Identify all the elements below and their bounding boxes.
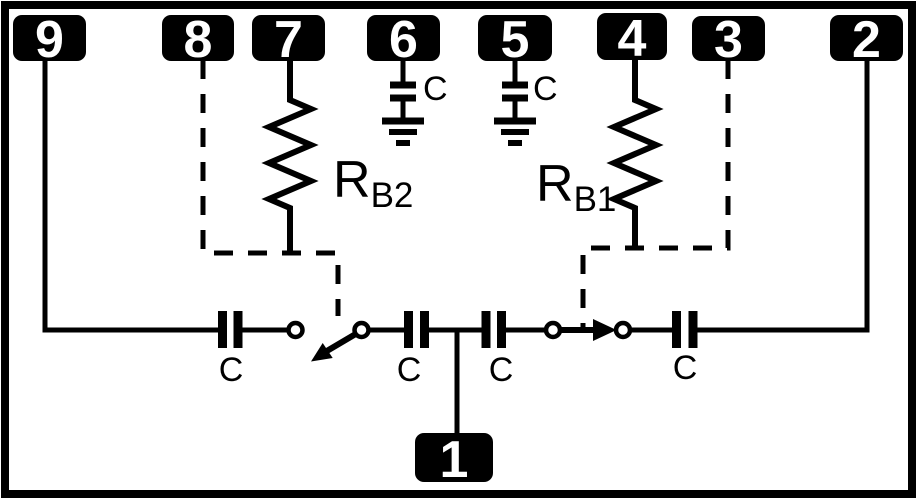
wire-pin9-to-cap1 [42, 60, 218, 333]
cap-pin6-label: C [423, 70, 448, 108]
pin-2: 2 [830, 11, 903, 69]
pin-4-label: 4 [618, 10, 647, 68]
switch-right-arrow-icon [593, 319, 617, 341]
series-capacitor-1: C [218, 311, 244, 389]
pin-1-label: 1 [440, 431, 469, 489]
pin-1-box [415, 433, 493, 482]
switch-left-pivot [352, 320, 371, 340]
pin-7-label: 7 [274, 11, 303, 69]
pin-9-label: 9 [35, 11, 64, 69]
series-capacitor-4: C [672, 311, 698, 387]
series-capacitor-2: C [397, 311, 429, 389]
ground-icon [382, 117, 424, 146]
switch-right-contact [613, 320, 633, 340]
resistor-rb2-label: RB2 [333, 151, 413, 215]
pin-6-label: 6 [389, 11, 418, 69]
pin-3-label: 3 [714, 11, 743, 69]
switch-left-arrow-icon [311, 343, 333, 362]
pin-4: 4 [597, 10, 667, 68]
cap4-label: C [673, 349, 698, 387]
pin-4-box [597, 13, 667, 60]
pin-2-box [830, 15, 903, 61]
resistor-rb1-body [606, 60, 664, 250]
pin-5: 5 [478, 11, 552, 69]
resistor-rb1-label: RB1 [536, 155, 616, 219]
pin-8: 8 [162, 11, 234, 69]
bypass-capacitor-pin6: C [382, 60, 448, 146]
series-capacitor-3: C [481, 311, 514, 389]
cap3-label: C [489, 351, 514, 389]
pin-1: 1 [415, 431, 493, 489]
pin-2-label: 2 [852, 11, 881, 69]
ground-icon [494, 117, 536, 146]
pin-6: 6 [367, 11, 440, 69]
pin-3-box [692, 16, 765, 61]
pin-3: 3 [692, 11, 765, 69]
dashed-control-pin8-to-left-switch [200, 60, 341, 316]
switch-left [286, 320, 371, 362]
resistor-rb1: RB1 [536, 60, 664, 250]
pin-9-box [13, 15, 86, 61]
switch-left-contact [286, 320, 305, 340]
pin-8-box [162, 15, 234, 61]
switch-right [543, 319, 633, 341]
wire-pin2-to-cap4 [697, 60, 870, 333]
pin-9: 9 [13, 11, 86, 69]
cap1-label: C [219, 351, 244, 389]
bypass-capacitor-pin5: C [494, 60, 558, 146]
switch-right-pivot [543, 320, 563, 340]
pin-7-box [252, 15, 325, 61]
switch-left-arm [324, 330, 360, 354]
pin-5-label: 5 [501, 11, 530, 69]
pin-8-label: 8 [184, 11, 213, 69]
pin-5-box [478, 15, 552, 61]
resistor-rb2-body [261, 60, 319, 255]
cap-pin5-label: C [533, 70, 558, 108]
pin-6-box [367, 15, 440, 61]
pin-7: 7 [252, 11, 325, 69]
cap2-label: C [397, 351, 422, 389]
resistor-rb2: RB2 [261, 60, 413, 255]
